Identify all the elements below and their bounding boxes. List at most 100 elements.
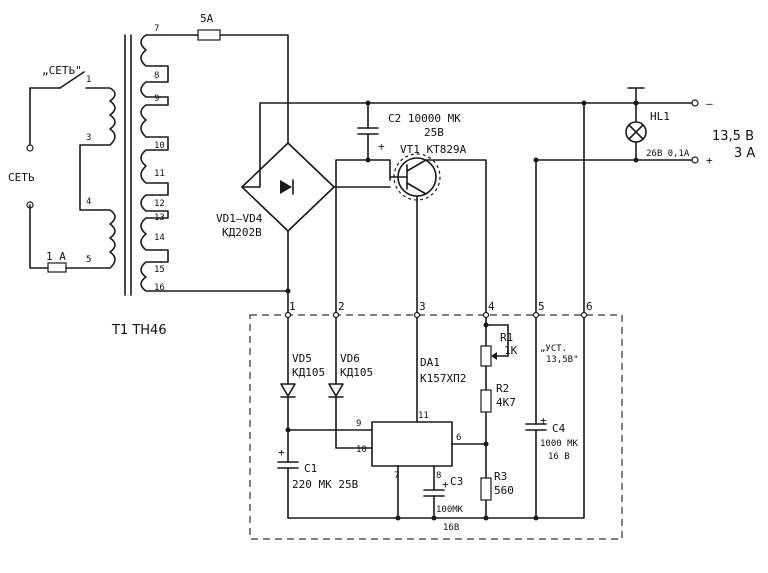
- c1-label-2: 220 МК 25В: [292, 478, 359, 491]
- transformer-secondary-pin: 13: [154, 213, 165, 223]
- transformer-primary-pin: 1: [86, 75, 91, 85]
- board-pin-label: 5: [538, 300, 545, 313]
- transformer-primary-pin: 4: [86, 197, 91, 207]
- c2-label-2: 25В: [424, 126, 444, 139]
- transformer-primary-pin: 5: [86, 255, 91, 265]
- vd6-diode: [328, 383, 344, 397]
- mains-terminal-top: [26, 144, 34, 152]
- c3-label-1: С3: [450, 475, 463, 488]
- mains-switch: [59, 71, 85, 89]
- transformer-secondary-pin: 7: [154, 24, 159, 34]
- set-label-1: „УСТ.: [540, 344, 567, 354]
- da1-pin-label: 10: [356, 445, 367, 455]
- vd6-label-2: КД105: [340, 366, 373, 379]
- board-pin-labels: 1 2 3 4 5 6: [289, 300, 593, 313]
- vd5-label-1: VD5: [292, 352, 312, 365]
- transformer-secondary-pin: 14: [154, 233, 165, 243]
- output-plus: +: [706, 154, 713, 167]
- fuse-5a-label: 5А: [200, 12, 214, 25]
- hl1-rating: 26В 0,1А: [646, 149, 690, 159]
- board-pin-5: [532, 311, 540, 319]
- da1-label-1: DA1: [420, 356, 440, 369]
- output-voltage: 13,5 В: [712, 129, 754, 144]
- set-label-2: 13,5В": [546, 355, 579, 365]
- fuse-1a: [47, 262, 67, 273]
- c4-label-2: 1000 МК: [540, 439, 579, 449]
- c4-polarity: +: [540, 414, 547, 427]
- vd5-diode: [280, 383, 296, 397]
- r2-label-1: R2: [496, 382, 509, 395]
- c1-label-1: С1: [304, 462, 317, 475]
- output-minus-terminal: [691, 99, 699, 107]
- output-plus-terminal: [691, 156, 699, 164]
- vt1-heatsink: [393, 153, 441, 201]
- da1-pin-labels: 9 10 11 6 7 8: [356, 411, 461, 481]
- board-pin-label: 6: [586, 300, 593, 313]
- transformer-secondary-pin: 11: [154, 169, 165, 179]
- board-pin-label: 2: [338, 300, 345, 313]
- da1-pin-label: 7: [394, 471, 399, 481]
- board-pin-6: [580, 311, 588, 319]
- fuse-1a-label: 1 А: [46, 250, 66, 263]
- hl1-label: HL1: [650, 110, 670, 123]
- board-outline: [249, 314, 623, 540]
- board-pin-4: [482, 311, 490, 319]
- r1-label-2: 1К: [504, 344, 518, 357]
- transformer-secondary-pin: 15: [154, 265, 165, 275]
- c1-polarity: +: [278, 446, 285, 459]
- transformer-secondary-pin: 16: [154, 283, 165, 293]
- transformer-primary-pin: 3: [86, 133, 91, 143]
- board-pin-1: [284, 311, 292, 319]
- board-pin-2: [332, 311, 340, 319]
- board-pin-label: 1: [289, 300, 296, 313]
- c2-label-1: С2 10000 МК: [388, 112, 461, 125]
- output-current: 3 А: [734, 146, 755, 161]
- transformer-secondary-pin: 9: [154, 94, 159, 104]
- r3-resistor: [480, 477, 492, 501]
- bridge-diode-symbol: [280, 180, 292, 194]
- da1-pin-label: 9: [356, 419, 361, 429]
- transformer-secondary-pin: 8: [154, 71, 159, 81]
- r2-label-2: 4К7: [496, 396, 516, 409]
- transformer-secondary-pin: 10: [154, 141, 165, 151]
- transformer-secondary-pin: 12: [154, 199, 165, 209]
- mains-label: СЕТЬ: [8, 171, 35, 184]
- da1-pin-label: 8: [436, 471, 441, 481]
- vd5-label-2: КД105: [292, 366, 325, 379]
- c3-label-3: 16В: [443, 523, 459, 533]
- board-pin-label: 3: [419, 300, 426, 313]
- r2-resistor: [480, 389, 492, 413]
- junctions: [285, 100, 639, 294]
- da1-label-2: К157ХП2: [420, 372, 466, 385]
- da1-pin-label: 11: [418, 411, 429, 421]
- c3-polarity: +: [442, 478, 449, 491]
- bridge-label-1: VD1–VD4: [216, 212, 263, 225]
- transformer-label: Т1 ТН46: [111, 323, 167, 338]
- fuse-5a: [197, 29, 221, 41]
- c2-polarity: +: [378, 140, 385, 153]
- c3-label-2: 100МК: [436, 505, 464, 515]
- c4-label-1: С4: [552, 422, 566, 435]
- c4-label-3: 16 В: [548, 452, 570, 462]
- r3-label-2: 560: [494, 484, 514, 497]
- da1-ic: [371, 421, 453, 467]
- mains-switch-label: „СЕТЬ": [42, 64, 82, 77]
- vt1-label: VT1 КТ829А: [400, 143, 467, 156]
- board-pin-label: 4: [488, 300, 495, 313]
- r3-label-1: R3: [494, 470, 507, 483]
- output-section: HL1 26В 0,1А – + 13,5 В 3 А: [535, 87, 755, 316]
- r1-potentiometer: [480, 345, 492, 367]
- board-circuit: VD5 КД105 VD6 КД105 + С1 220 МК 25В DA1 …: [277, 317, 585, 533]
- vd6-label-1: VD6: [340, 352, 360, 365]
- r1-label-1: R1: [500, 331, 513, 344]
- power-stage: + С2 10000 МК 25В VT1 КТ829А: [335, 102, 487, 316]
- da1-pin-label: 6: [456, 433, 461, 443]
- board-pin-3: [413, 311, 421, 319]
- bridge-label-2: КД202В: [222, 226, 262, 239]
- output-minus: –: [706, 97, 713, 110]
- rectifier: 5А VD1–VD4 КД202В: [159, 12, 637, 316]
- mains-input: „СЕТЬ" СЕТЬ 1 А: [8, 64, 97, 273]
- transformer: Т1 ТН46: [95, 34, 169, 338]
